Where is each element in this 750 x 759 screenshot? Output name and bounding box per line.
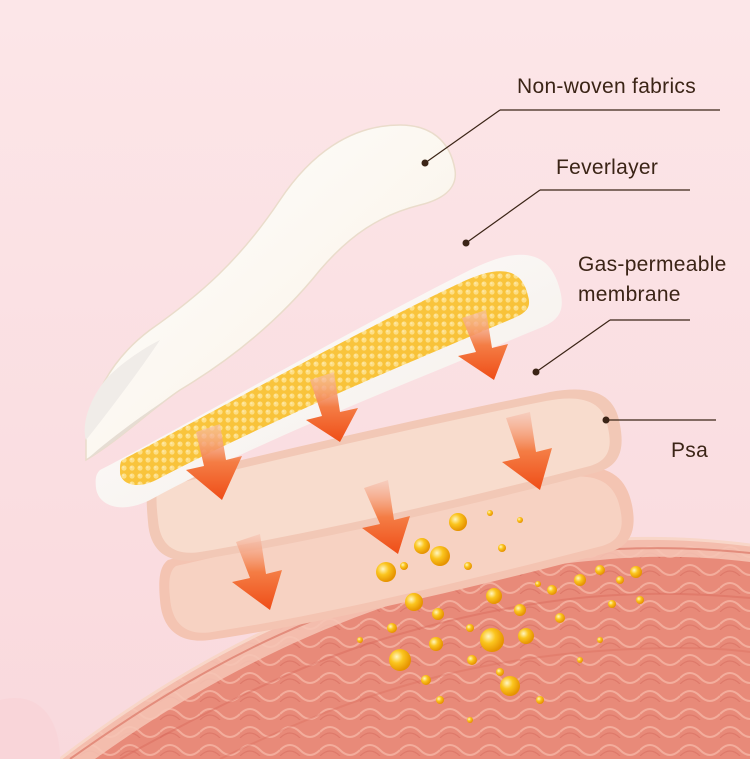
heat-arrows bbox=[186, 310, 552, 610]
gas-permeable-membrane-layer bbox=[146, 389, 622, 561]
label-non-woven-fabrics: Non-woven fabrics bbox=[517, 75, 697, 98]
leader-lines bbox=[421, 109, 720, 424]
nutrient-bubbles bbox=[357, 510, 644, 723]
heat-arrow bbox=[362, 480, 410, 554]
leader-line-psa bbox=[602, 416, 716, 424]
heat-arrow bbox=[458, 310, 508, 380]
leader-line-non-woven bbox=[421, 109, 720, 167]
psa-layer bbox=[159, 467, 634, 641]
heat-arrow bbox=[306, 372, 358, 442]
heat-arrow bbox=[232, 534, 282, 610]
label-gas-permeable: Gas-permeable bbox=[578, 253, 727, 276]
non-woven-fabric-layer bbox=[84, 124, 456, 462]
label-feverlayer: Feverlayer bbox=[556, 156, 659, 179]
leader-line-gas-membrane bbox=[532, 319, 690, 376]
heat-arrow bbox=[502, 412, 552, 490]
heat-arrow bbox=[186, 424, 242, 500]
label-membrane: membrane bbox=[578, 283, 681, 306]
leader-line-feverlayer bbox=[462, 189, 690, 247]
label-psa: Psa bbox=[671, 439, 709, 462]
